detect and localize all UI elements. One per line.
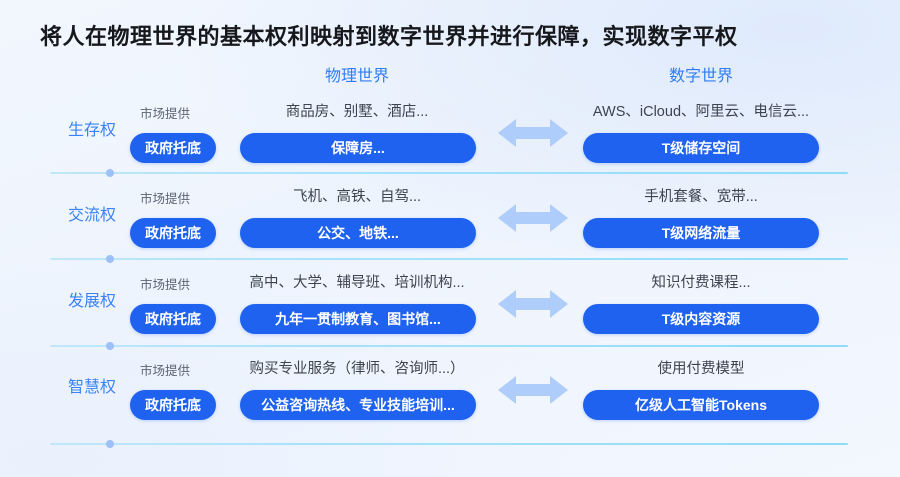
digital-market-description: 手机套餐、宽带...: [644, 189, 758, 205]
row-divider: [50, 342, 848, 350]
physical-market-description: 商品房、别墅、酒店...: [285, 104, 429, 120]
market-supply-label: 市场提供: [140, 192, 191, 206]
row-divider: [50, 169, 848, 177]
column-header-digital-world: 数字世界: [668, 68, 734, 85]
rights-row: 发展权 市场提供 高中、大学、辅导班、培训机构... 知识付费课程... 政府托…: [0, 266, 900, 351]
rights-row: 交流权 市场提供 飞机、高铁、自驾... 手机套餐、宽带... 政府托底 公交、…: [0, 180, 900, 265]
physical-market-description: 飞机、高铁、自驾...: [292, 189, 422, 205]
double-arrow-icon: [498, 288, 568, 320]
physical-market-description: 购买专业服务（律师、咨询师...）: [249, 361, 465, 377]
digital-market-description: AWS、iCloud、阿里云、电信云...: [592, 104, 810, 120]
double-arrow-icon: [498, 202, 568, 234]
government-backstop-pill[interactable]: 政府托底: [130, 133, 216, 163]
digital-market-description: 知识付费课程...: [651, 275, 751, 291]
right-category-label: 交流权: [67, 207, 116, 224]
page-title: 将人在物理世界的基本权利映射到数字世界并进行保障，实现数字平权: [40, 24, 738, 49]
timeline-dot-icon: [106, 342, 114, 350]
market-supply-label: 市场提供: [140, 278, 191, 292]
physical-guarantee-pill[interactable]: 九年一贯制教育、图书馆...: [240, 304, 476, 334]
physical-market-description: 高中、大学、辅导班、培训机构...: [249, 275, 465, 291]
row-divider: [50, 440, 848, 448]
double-arrow-icon: [498, 117, 568, 149]
timeline-dot-icon: [106, 255, 114, 263]
market-supply-label: 市场提供: [140, 364, 191, 378]
row-divider: [50, 255, 848, 263]
physical-guarantee-pill[interactable]: 保障房...: [240, 133, 476, 163]
timeline-dot-icon: [106, 440, 114, 448]
rights-row: 智慧权 市场提供 购买专业服务（律师、咨询师...） 使用付费模型 政府托底 公…: [0, 352, 900, 437]
physical-guarantee-pill[interactable]: 公交、地铁...: [240, 218, 476, 248]
column-header-physical-world: 物理世界: [324, 68, 390, 85]
government-backstop-pill[interactable]: 政府托底: [130, 218, 216, 248]
digital-guarantee-pill[interactable]: 亿级人工智能Tokens: [583, 390, 819, 420]
right-category-label: 生存权: [67, 122, 116, 139]
physical-guarantee-pill[interactable]: 公益咨询热线、专业技能培训...: [240, 390, 476, 420]
digital-guarantee-pill[interactable]: T级网络流量: [583, 218, 819, 248]
digital-market-description: 使用付费模型: [657, 361, 745, 377]
government-backstop-pill[interactable]: 政府托底: [130, 304, 216, 334]
rights-row: 生存权 市场提供 商品房、别墅、酒店... AWS、iCloud、阿里云、电信云…: [0, 95, 900, 180]
right-category-label: 发展权: [67, 293, 116, 310]
digital-guarantee-pill[interactable]: T级储存空间: [583, 133, 819, 163]
market-supply-label: 市场提供: [140, 107, 191, 121]
government-backstop-pill[interactable]: 政府托底: [130, 390, 216, 420]
double-arrow-icon: [498, 374, 568, 406]
right-category-label: 智慧权: [67, 379, 116, 396]
digital-guarantee-pill[interactable]: T级内容资源: [583, 304, 819, 334]
timeline-dot-icon: [106, 169, 114, 177]
